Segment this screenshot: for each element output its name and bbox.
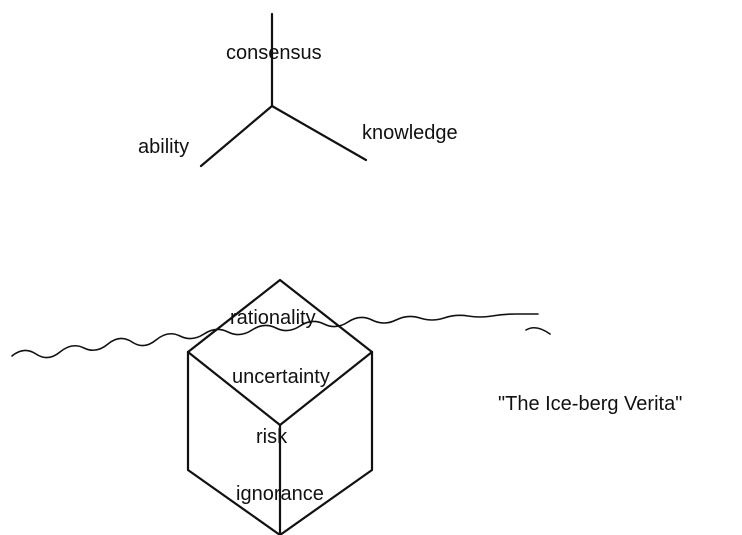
cube-front-edge-left xyxy=(186,350,282,427)
triad-label-ability: ability xyxy=(138,136,189,158)
triad-label-consensus: consensus xyxy=(226,42,322,64)
cube-label-risk: risk xyxy=(256,426,288,448)
cube-right-edges xyxy=(278,350,374,535)
triad: consensus ability knowledge xyxy=(138,12,458,168)
triad-label-knowledge: knowledge xyxy=(362,122,458,144)
cube-left-edges xyxy=(186,350,282,535)
iceberg-cube: rationality uncertainty risk ignorance xyxy=(186,278,374,535)
cube-front-edge-right xyxy=(278,350,374,427)
water-line xyxy=(11,313,551,359)
cube-label-ignorance: ignorance xyxy=(236,483,324,505)
cube-label-uncertainty: uncertainty xyxy=(232,366,330,388)
diagram-caption: "The Ice-berg Verita" xyxy=(498,393,682,415)
cube-top-edges xyxy=(186,278,374,354)
cube-label-rationality: rationality xyxy=(230,307,316,329)
triad-axis-knowledge xyxy=(270,104,368,162)
triad-axis-ability xyxy=(199,104,274,168)
